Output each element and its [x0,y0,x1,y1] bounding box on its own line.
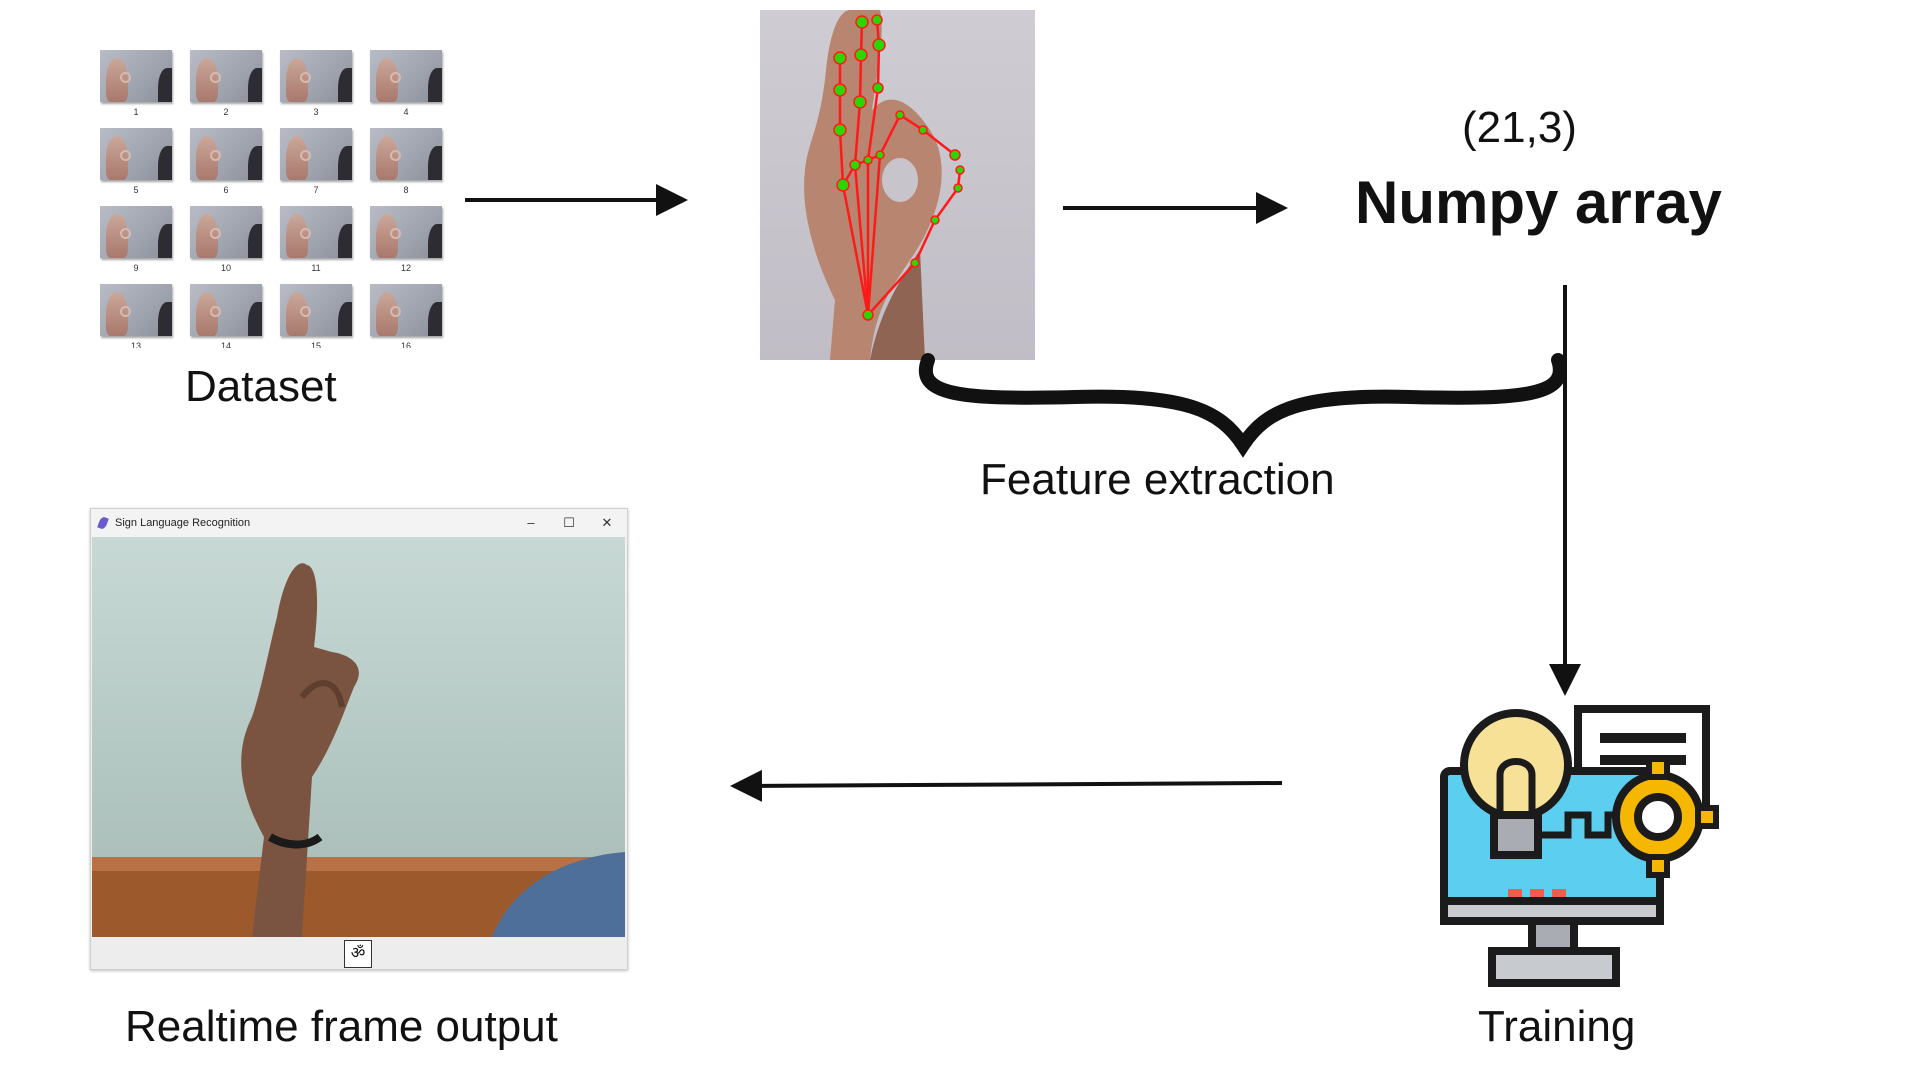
numpy-array-title: Numpy array [1355,169,1722,236]
dataset-thumbnail-image [280,50,352,102]
dataset-thumbnail-image [280,128,352,180]
dataset-thumbnail-number: 4 [403,107,409,117]
prediction-bar: ॐ [91,937,627,969]
dataset-thumbnail-image [370,206,442,258]
dataset-thumbnail-number: 2 [223,107,229,117]
dataset-thumbnail-image [100,206,172,258]
dataset-thumbnail: 2 [190,50,262,128]
dataset-thumbnail: 10 [190,206,262,284]
dataset-thumbnail-image [370,50,442,102]
dataset-thumbnail-image [190,206,262,258]
window-titlebar[interactable]: Sign Language Recognition – ☐ ✕ [91,509,627,537]
dataset-thumbnail-number: 10 [220,263,231,273]
dataset-thumbnail-number: 6 [223,185,229,195]
dataset-thumbnail-number: 9 [133,263,139,273]
feather-icon [97,515,109,531]
camera-frame [92,537,625,937]
dataset-thumbnail: 12 [370,206,442,284]
feature-extraction-label: Feature extraction [980,455,1335,504]
prediction-glyph: ॐ [344,940,372,968]
dataset-thumbnail: 13 [100,284,172,348]
dataset-thumbnail: 3 [280,50,352,128]
dataset-thumbnail-image [100,284,172,336]
dataset-thumbnail-number: 14 [220,341,231,348]
dataset-thumbnail-number: 16 [400,341,411,348]
dataset-thumbnail: 1 [100,50,172,128]
dataset-thumbnail-image [370,128,442,180]
feature-extraction-brace [918,353,1567,458]
dataset-thumbnail: 5 [100,128,172,206]
dataset-thumbnail-number: 13 [130,341,141,348]
dataset-thumbnail-image [190,128,262,180]
dataset-thumbnail: 7 [280,128,352,206]
recognition-window[interactable]: Sign Language Recognition – ☐ ✕ ॐ [90,508,628,970]
dataset-thumbnail-number: 8 [403,185,409,195]
arrow-training-to-output [730,769,1283,802]
dataset-thumbnail: 11 [280,206,352,284]
dataset-thumbnail-number: 3 [313,107,319,117]
minimize-button[interactable]: – [527,515,535,530]
dataset-thumbnail-number: 12 [400,263,411,273]
dataset-thumbnail-image [280,206,352,258]
dataset-label: Dataset [185,362,337,411]
dataset-thumbnail: 16 [370,284,442,348]
dataset-thumbnail: 9 [100,206,172,284]
dataset-thumbnail-number: 15 [310,341,321,348]
dataset-thumbnail-number: 1 [133,107,139,117]
hand-landmark-svg [804,10,965,360]
dataset-thumbnail-image [370,284,442,336]
dataset-thumbnail-number: 11 [311,263,321,273]
window-title: Sign Language Recognition [115,517,251,529]
dataset-thumbnail: 4 [370,50,442,128]
dataset-thumbnail: 15 [280,284,352,348]
dataset-thumbnail-number: 5 [133,185,139,195]
realtime-output-label: Realtime frame output [125,1002,558,1051]
hand-landmark-image [760,10,1035,360]
array-shape-label: (21,3) [1462,103,1577,152]
close-button[interactable]: ✕ [601,515,613,530]
dataset-thumbnail: 6 [190,128,262,206]
dataset-thumbnail-image [100,50,172,102]
training-icon [1440,705,1719,987]
dataset-thumbnail-image [100,128,172,180]
dataset-thumbnail-number: 7 [313,185,319,195]
dataset-thumbnail: 14 [190,284,262,348]
camera-frame-svg [92,563,625,937]
dataset-thumbnail-image [280,284,352,336]
dataset-thumbnail: 8 [370,128,442,206]
training-label: Training [1478,1002,1636,1051]
dataset-thumbnail-image [190,284,262,336]
dataset-thumbnail-image [190,50,262,102]
maximize-button[interactable]: ☐ [563,515,575,530]
